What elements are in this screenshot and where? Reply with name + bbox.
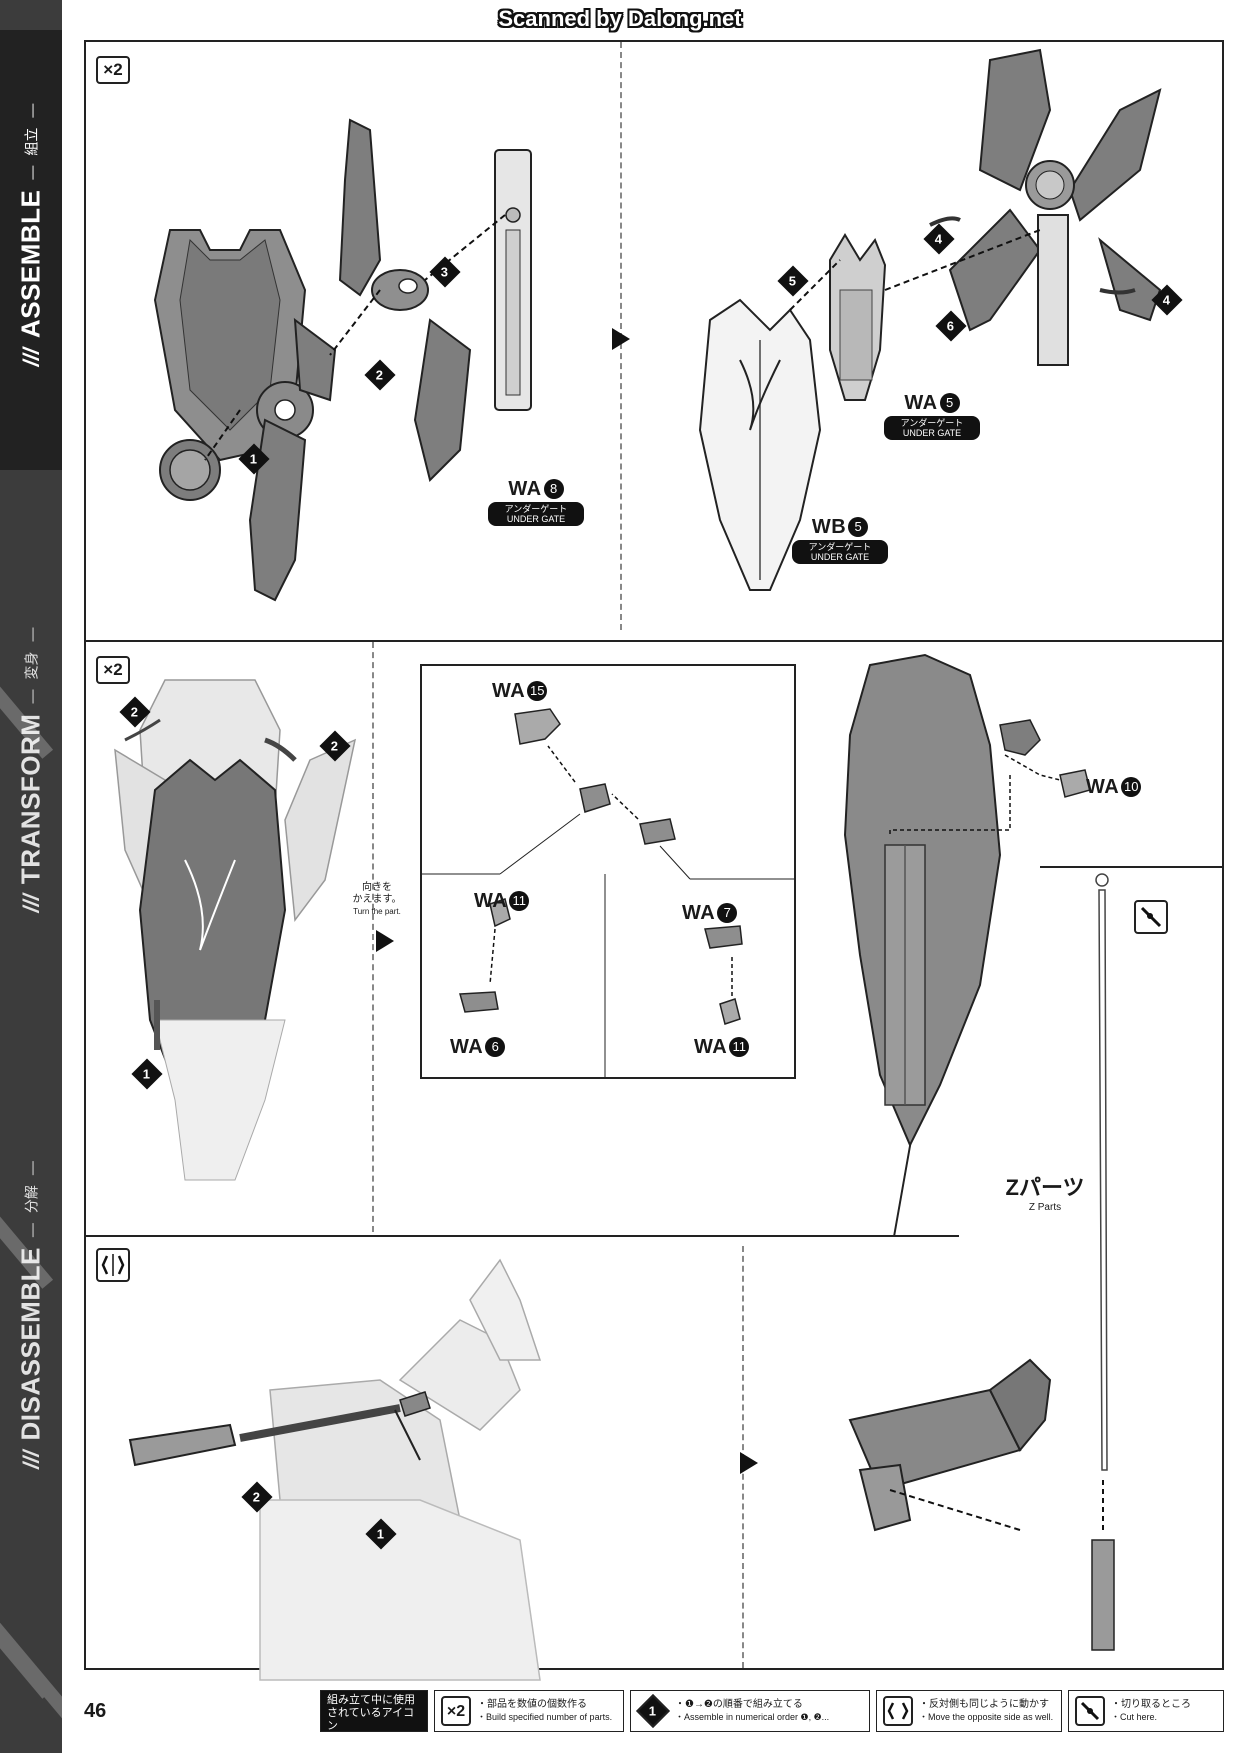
mirror-icon	[883, 1696, 913, 1726]
next-arrow-1	[612, 328, 630, 350]
quantity-icon: ×2	[441, 1696, 471, 1726]
instruction-frame	[84, 40, 1224, 1670]
joint-detail-art	[420, 708, 796, 1079]
scan-credit: Scanned by Dalong.net	[498, 6, 742, 31]
divider-3	[1040, 866, 1224, 868]
shield-exploded-view	[153, 118, 532, 602]
page-number: 46	[84, 1700, 107, 1722]
divider-1	[84, 640, 1224, 642]
legend-cut: ・切り取るところ・Cut here.	[1068, 1690, 1224, 1732]
hand-grip-view	[848, 1358, 1052, 1532]
legend-mirror: ・反対側も同じように動かす・Move the opposite side as …	[876, 1690, 1062, 1732]
cut-here-icon	[1134, 900, 1168, 934]
step-order-icon: 1	[636, 1694, 670, 1728]
robot-disassemble-view	[128, 1258, 542, 1681]
next-arrow-3	[740, 1452, 758, 1474]
z-parts-label: Zパーツ Z Parts	[1005, 1175, 1085, 1213]
next-arrow-2	[376, 930, 394, 952]
shield-rear-view	[843, 653, 1091, 1148]
legend-title: 組み立て中に使用されているアイコン Symbols used in instru…	[320, 1690, 428, 1757]
shield-transform-view	[114, 679, 357, 1181]
legend-order: 1 ・❶→❷の順番で組み立てる・Assemble in numerical or…	[630, 1690, 870, 1732]
turn-part-note: 向きを かえます。 Turn the part.	[352, 882, 402, 916]
divider-2	[84, 1235, 959, 1237]
quantity-badge-2: ×2	[96, 656, 130, 684]
shield-assembly-view	[698, 48, 1162, 591]
z-part-rod	[1091, 873, 1115, 1651]
divider-panel2	[372, 642, 374, 1232]
side-section-tab: /// ASSEMBLE — 組立 — /// TRANSFORM — 変身 —…	[0, 0, 62, 1753]
scissors-icon	[1075, 1696, 1105, 1726]
quantity-badge-1: ×2	[96, 56, 130, 84]
mirror-side-icon	[96, 1248, 130, 1282]
legend-quantity: ×2 ・部品を数値の個数作る・Build specified number of…	[434, 1690, 624, 1732]
